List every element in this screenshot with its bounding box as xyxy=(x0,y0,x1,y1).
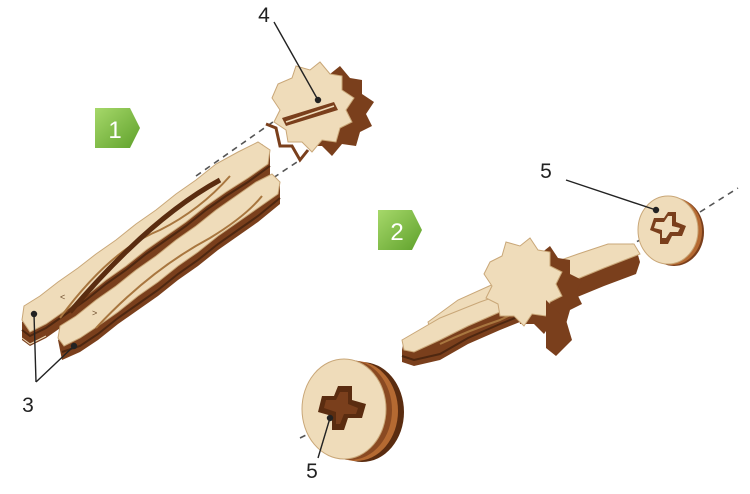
stick-part-left: < xyxy=(22,142,270,346)
step-2-badge: 2 xyxy=(378,210,422,250)
wheel-small-part xyxy=(638,196,704,266)
callout-wheel-small-label: 5 xyxy=(540,160,552,183)
step-1-number: 1 xyxy=(108,117,121,144)
svg-text:<: < xyxy=(60,292,65,302)
wheel-large-part xyxy=(302,359,404,462)
callout-sticks-label: 3 xyxy=(22,394,34,417)
callout-wheel-large-label: 5 xyxy=(306,460,318,483)
step-1-badge: 1 xyxy=(95,108,140,148)
svg-text:>: > xyxy=(92,308,97,318)
callout-gear-label: 4 xyxy=(258,4,270,27)
gear-part xyxy=(266,62,374,160)
step-2-number: 2 xyxy=(390,219,403,246)
assembled-axle xyxy=(402,238,640,366)
